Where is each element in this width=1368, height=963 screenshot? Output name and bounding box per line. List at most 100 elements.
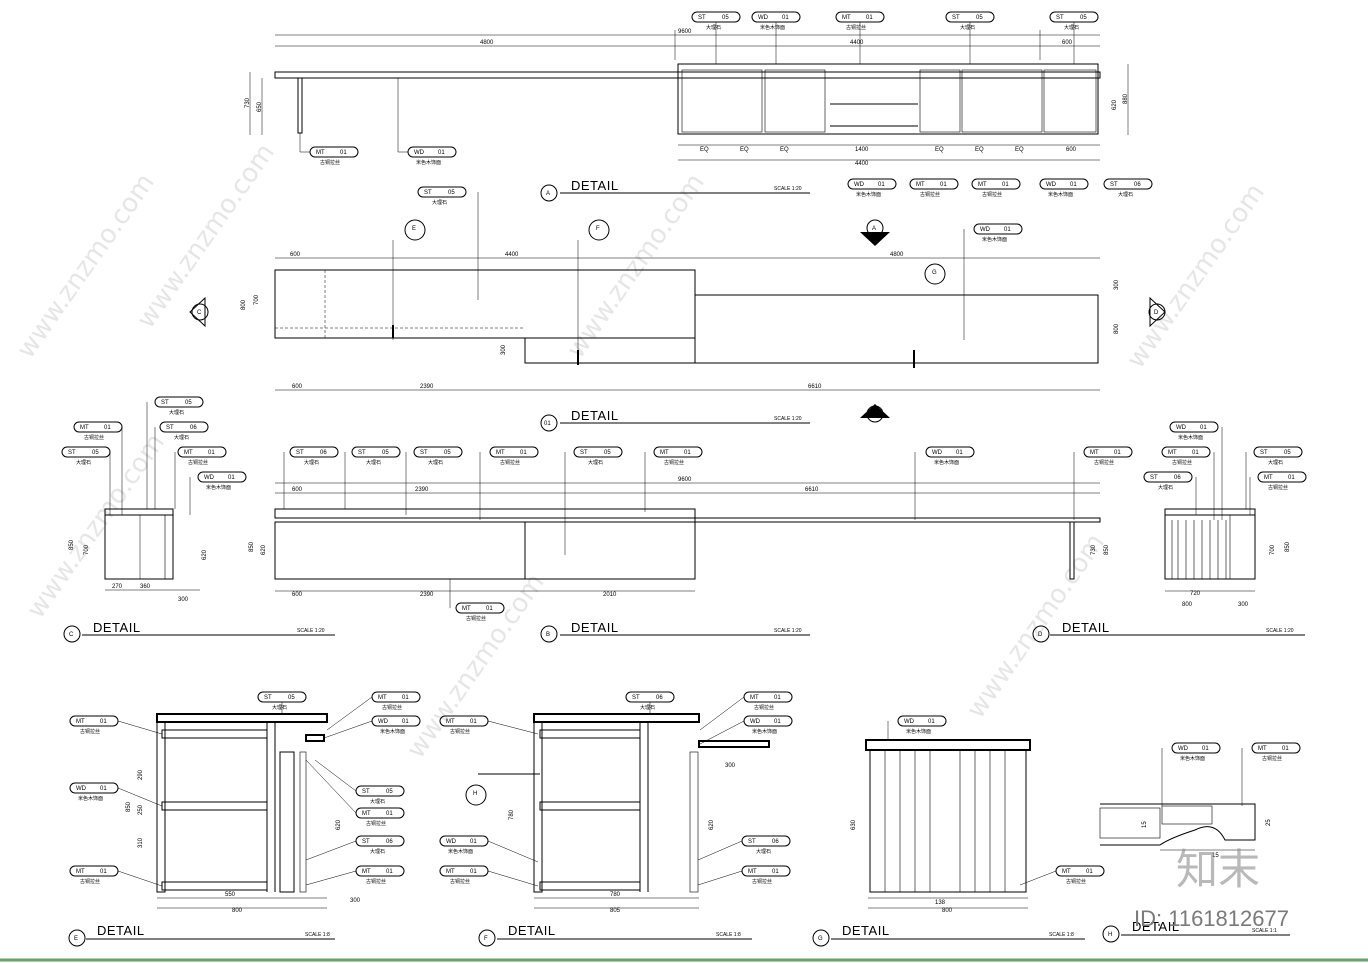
svg-text:MT: MT bbox=[446, 719, 455, 725]
title-detail-d: D DETAIL SCALE 1:20 bbox=[1032, 620, 1305, 643]
svg-text:6610: 6610 bbox=[808, 384, 822, 390]
svg-text:05: 05 bbox=[386, 789, 393, 795]
svg-text:300: 300 bbox=[178, 597, 189, 603]
svg-text:ST: ST bbox=[358, 450, 366, 456]
detail-f-title: DETAIL bbox=[508, 923, 556, 938]
marker-a-label: A bbox=[546, 191, 550, 197]
svg-text:05: 05 bbox=[604, 450, 611, 456]
svg-text:138: 138 bbox=[935, 900, 946, 906]
svg-text:ST: ST bbox=[166, 425, 174, 431]
svg-text:01: 01 bbox=[438, 150, 445, 156]
svg-text:01: 01 bbox=[774, 695, 781, 701]
svg-text:ST: ST bbox=[161, 400, 169, 406]
svg-text:01: 01 bbox=[1002, 182, 1009, 188]
detail-01-title: DETAIL bbox=[571, 408, 619, 423]
svg-text:01: 01 bbox=[470, 839, 477, 845]
svg-text:01: 01 bbox=[928, 719, 935, 725]
svg-text:大理石: 大理石 bbox=[1118, 191, 1133, 198]
title-detail-b: B DETAIL SCALE 1:20 bbox=[540, 620, 810, 643]
svg-text:米色木饰面: 米色木饰面 bbox=[448, 848, 473, 855]
detail-f-scale: SCALE 1:8 bbox=[716, 932, 741, 938]
svg-text:大理石: 大理石 bbox=[706, 24, 721, 31]
svg-text:01: 01 bbox=[470, 869, 477, 875]
svg-text:E: E bbox=[412, 226, 416, 232]
svg-text:01: 01 bbox=[386, 869, 393, 875]
svg-text:MT: MT bbox=[184, 450, 193, 456]
svg-text:250: 250 bbox=[138, 804, 144, 815]
svg-text:MT: MT bbox=[1264, 475, 1273, 481]
svg-text:600: 600 bbox=[292, 592, 303, 598]
detail-a-scale: SCALE 1:20 bbox=[774, 186, 802, 192]
marker-f-label: F bbox=[484, 936, 488, 942]
svg-text:05: 05 bbox=[722, 15, 729, 21]
svg-text:01: 01 bbox=[782, 15, 789, 21]
svg-text:06: 06 bbox=[656, 695, 663, 701]
svg-text:EQ: EQ bbox=[700, 147, 709, 153]
svg-text:600: 600 bbox=[1062, 40, 1073, 46]
svg-text:01: 01 bbox=[940, 182, 947, 188]
svg-text:大理石: 大理石 bbox=[76, 459, 91, 466]
svg-text:米色木饰面: 米色木饰面 bbox=[1180, 755, 1205, 762]
marker-e-label: E bbox=[74, 936, 78, 942]
svg-text:650: 650 bbox=[257, 101, 263, 112]
svg-text:EQ: EQ bbox=[935, 147, 944, 153]
svg-text:290: 290 bbox=[138, 769, 144, 780]
svg-text:850: 850 bbox=[126, 801, 132, 812]
svg-text:06: 06 bbox=[320, 450, 327, 456]
brand-logo: 知末 bbox=[1176, 845, 1261, 894]
svg-text:850: 850 bbox=[1104, 544, 1110, 555]
svg-text:700: 700 bbox=[254, 294, 260, 305]
svg-text:WD: WD bbox=[378, 719, 389, 725]
svg-text:MT: MT bbox=[362, 811, 371, 817]
svg-text:01: 01 bbox=[774, 719, 781, 725]
svg-text:300: 300 bbox=[501, 344, 507, 355]
svg-text:古铜拉丝: 古铜拉丝 bbox=[1094, 459, 1114, 466]
svg-text:古铜拉丝: 古铜拉丝 bbox=[1172, 459, 1192, 466]
title-detail-c: C DETAIL SCALE 1:20 bbox=[63, 620, 335, 643]
svg-text:01: 01 bbox=[1288, 475, 1295, 481]
svg-text:米色木饰面: 米色木饰面 bbox=[78, 795, 103, 802]
watermark: www.znzmo.com www.znzmo.com www.znzmo.co… bbox=[11, 138, 1271, 764]
svg-text:古铜拉丝: 古铜拉丝 bbox=[84, 434, 104, 441]
svg-text:700: 700 bbox=[1270, 544, 1276, 555]
svg-text:MT: MT bbox=[76, 719, 85, 725]
detail-b-scale: SCALE 1:20 bbox=[774, 628, 802, 634]
svg-text:05: 05 bbox=[976, 15, 983, 21]
title-detail-g: G DETAIL SCALE 1:8 bbox=[812, 923, 1085, 947]
svg-text:H: H bbox=[473, 791, 477, 797]
svg-text:01: 01 bbox=[104, 425, 111, 431]
svg-text:EQ: EQ bbox=[780, 147, 789, 153]
svg-text:15: 15 bbox=[1142, 821, 1148, 828]
svg-text:4400: 4400 bbox=[850, 40, 864, 46]
svg-text:01: 01 bbox=[1202, 746, 1209, 752]
svg-text:WD: WD bbox=[204, 475, 215, 481]
svg-text:WD: WD bbox=[1176, 425, 1187, 431]
svg-text:C: C bbox=[197, 310, 202, 316]
svg-text:MT: MT bbox=[1062, 869, 1071, 875]
svg-text:4400: 4400 bbox=[505, 252, 519, 258]
svg-text:01: 01 bbox=[470, 719, 477, 725]
svg-text:01: 01 bbox=[402, 719, 409, 725]
svg-text:9600: 9600 bbox=[678, 477, 692, 483]
svg-text:01: 01 bbox=[866, 15, 873, 21]
svg-text:05: 05 bbox=[1284, 450, 1291, 456]
svg-text:730: 730 bbox=[245, 97, 251, 108]
svg-text:01: 01 bbox=[402, 695, 409, 701]
svg-text:www.znzmo.com: www.znzmo.com bbox=[1121, 178, 1271, 374]
svg-text:WD: WD bbox=[854, 182, 865, 188]
svg-text:MT: MT bbox=[316, 150, 325, 156]
svg-text:800: 800 bbox=[241, 299, 247, 310]
detail-01-plan: 600 4400 4800 600 2390 6610 800 700 300 … bbox=[189, 186, 1166, 423]
svg-text:ST: ST bbox=[424, 190, 432, 196]
svg-text:01: 01 bbox=[340, 150, 347, 156]
svg-text:700: 700 bbox=[84, 544, 90, 555]
svg-text:05: 05 bbox=[444, 450, 451, 456]
svg-text:www.znzmo.com: www.znzmo.com bbox=[21, 428, 171, 624]
svg-text:古铜拉丝: 古铜拉丝 bbox=[80, 878, 100, 885]
svg-text:850: 850 bbox=[249, 541, 255, 552]
svg-text:WD: WD bbox=[980, 227, 991, 233]
svg-text:大理石: 大理石 bbox=[1268, 459, 1283, 466]
detail-e-title: DETAIL bbox=[97, 923, 145, 938]
